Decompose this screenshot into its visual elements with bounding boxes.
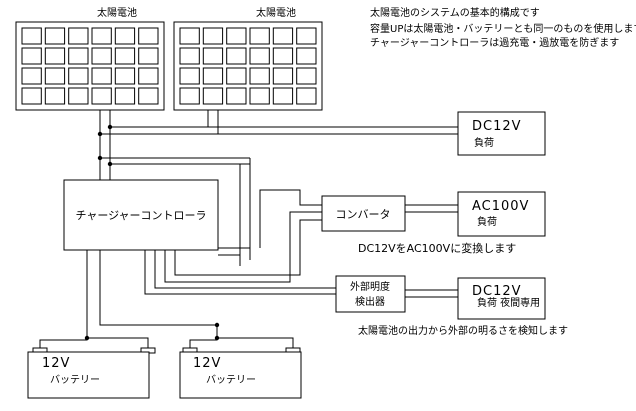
- solar-cell: [272, 47, 294, 65]
- converter-label: コンバータ: [336, 208, 391, 221]
- solar-cell: [179, 67, 200, 85]
- solar-cell: [296, 87, 317, 105]
- solar-cell: [226, 27, 247, 45]
- solar-cell: [21, 47, 42, 65]
- load-voltage-dc12v: DC12V: [472, 119, 522, 134]
- battery-1-label: バッテリー: [50, 374, 100, 386]
- load-label-ac100v: 負荷: [477, 216, 497, 228]
- solar-cell: [138, 67, 159, 85]
- solar-cell: [179, 87, 200, 105]
- solar-cell: [91, 67, 112, 85]
- solar-cell: [21, 27, 42, 45]
- solar-cell: [114, 27, 136, 45]
- solar-cell: [179, 47, 200, 65]
- charger-controller-box: [63, 179, 219, 251]
- solar-cell: [114, 87, 136, 105]
- solar-cell: [138, 27, 159, 45]
- battery-1-voltage: 12V: [42, 356, 70, 371]
- solar-panel-label-2: 太陽電池: [256, 6, 296, 19]
- load-label-dc12v-night: 負荷 夜間専用: [477, 296, 540, 309]
- load-box-dc12v: [457, 111, 546, 156]
- solar-cell: [296, 47, 317, 65]
- battery-2-voltage: 12V: [193, 356, 221, 371]
- solar-cell: [68, 67, 89, 85]
- solar-cell: [179, 27, 200, 45]
- solar-cell: [21, 87, 42, 105]
- solar-cell: [272, 67, 294, 85]
- solar-cell: [226, 47, 247, 65]
- brightness-sensor-line1: 外部明度: [350, 280, 390, 293]
- solar-cell: [226, 67, 247, 85]
- solar-cell: [249, 47, 270, 65]
- converter-box: [321, 195, 406, 232]
- battery-2: [179, 347, 302, 399]
- solar-cell: [226, 87, 247, 105]
- solar-cell: [21, 67, 42, 85]
- load-voltage-dc12v-night: DC12V: [472, 284, 522, 299]
- battery-1: [27, 347, 156, 399]
- wiring: [39, 110, 460, 352]
- note-controller-protection: チャージャーコントローラは過充電・過放電を防ぎます: [370, 36, 619, 49]
- battery-2-label: バッテリー: [206, 374, 256, 386]
- solar-cell: [44, 87, 66, 105]
- charger-controller-label: チャージャーコントローラ: [75, 209, 206, 222]
- solar-cell: [202, 27, 224, 45]
- brightness-sensor-line2: 検出器: [355, 295, 385, 308]
- solar-cell: [44, 67, 66, 85]
- solar-panel-1: [15, 21, 165, 111]
- solar-cell: [91, 47, 112, 65]
- solar-cell: [202, 87, 224, 105]
- solar-cell: [68, 27, 89, 45]
- solar-cell: [68, 47, 89, 65]
- solar-cell: [272, 87, 294, 105]
- solar-cell: [249, 27, 270, 45]
- solar-cell: [296, 27, 317, 45]
- load-box-dc12v-night: [457, 277, 546, 320]
- solar-panel-label-1: 太陽電池: [97, 6, 137, 19]
- solar-cell: [91, 27, 112, 45]
- brightness-sensor-caption: 太陽電池の出力から外部の明るさを検知します: [358, 324, 568, 337]
- solar-cell: [114, 67, 136, 85]
- brightness-sensor-box: [335, 275, 406, 313]
- solar-cell: [68, 87, 89, 105]
- solar-cell: [202, 67, 224, 85]
- solar-cell: [249, 67, 270, 85]
- solar-panel-2: [173, 21, 323, 111]
- note-capacity-up: 容量UPは太陽電池・バッテリーとも同一のものを使用します: [370, 22, 636, 35]
- load-voltage-ac100v: AC100V: [472, 199, 529, 214]
- solar-cell: [138, 87, 159, 105]
- solar-cell: [296, 67, 317, 85]
- note-basic-configuration: 太陽電池のシステムの基本的構成です: [370, 6, 540, 19]
- solar-cell: [249, 87, 270, 105]
- load-box-ac100v: [457, 191, 546, 237]
- solar-cell: [91, 87, 112, 105]
- solar-cell: [44, 27, 66, 45]
- solar-cell: [44, 47, 66, 65]
- solar-cell: [114, 47, 136, 65]
- converter-caption: DC12VをAC100Vに変換します: [358, 241, 516, 255]
- solar-cell: [202, 47, 224, 65]
- solar-cell: [138, 47, 159, 65]
- solar-cell: [272, 27, 294, 45]
- load-label-dc12v: 負荷: [474, 137, 494, 149]
